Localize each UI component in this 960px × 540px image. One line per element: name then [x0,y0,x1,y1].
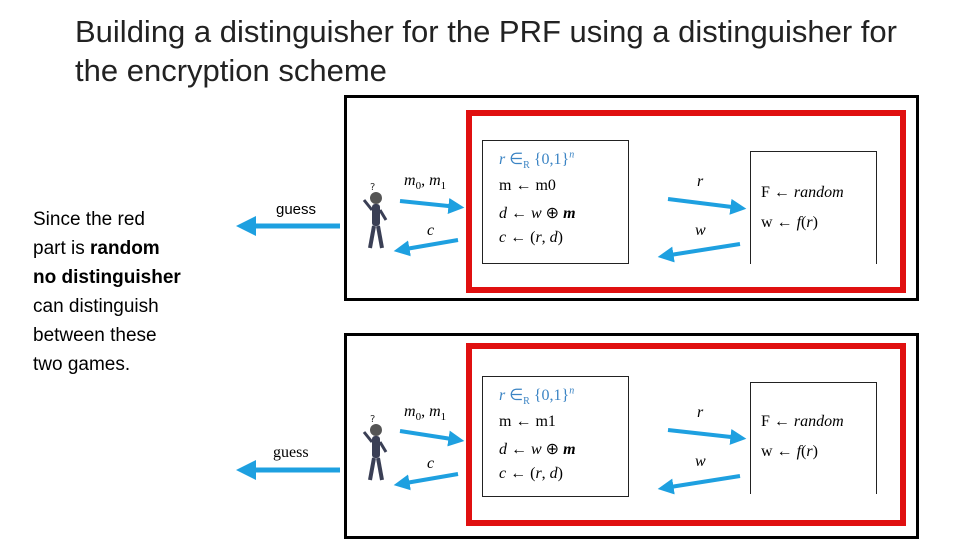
w-arrow-1 [657,242,741,263]
enc-line-cipher: c ← (r, d) [499,229,563,246]
prf-line-random-f: F ← random [761,184,844,201]
enc-line-xor: d ← w ⊕ m [499,205,576,222]
enc-line-message: m ← m0 [499,177,556,194]
enc-line-message: m ← m1 [499,413,556,430]
adversary-figure-icon: ? [362,414,388,481]
w-label-1: w [695,222,706,239]
explanation-line: Since the red [33,209,145,230]
prf-box-2: F ← random w ← f(r) [750,382,877,494]
explanation-line: part is random [33,238,160,259]
explanation-line: between these [33,325,157,346]
encryption-box-1: r ∈R {0,1}n m ← m0 d ← w ⊕ m c ← (r, d) [482,140,629,264]
cipher-label-2: c [427,455,435,472]
r-label-1: r [697,173,704,190]
prf-line-eval: w ← f(r) [761,443,818,460]
explanation-line: no distinguisher [33,267,181,288]
cipher-arrow-2 [393,472,459,491]
messages-arrow-2 [399,429,465,447]
enc-line-random-r: r ∈R {0,1}n [499,385,575,408]
enc-line-cipher: c ← (r, d) [499,465,563,482]
messages-label-2: m0, m1 [404,403,447,424]
cipher-label-1: c [427,222,435,239]
prf-line-random-f: F ← random [761,413,844,430]
enc-line-xor: d ← w ⊕ m [499,441,576,458]
guess-label-bottom: guess [273,444,309,461]
prf-line-eval: w ← f(r) [761,214,818,231]
explanation-text: Since the red part is random no distingu… [33,205,213,379]
prf-box-1: F ← random w ← f(r) [750,151,877,264]
random-part-box-1 [466,110,906,293]
messages-label-1: m0, m1 [404,172,447,193]
random-part-box-2 [466,343,906,526]
messages-arrow-1 [399,198,465,214]
guess-label-top: guess [276,201,317,218]
explanation-line: can distinguish [33,296,159,317]
r-arrow-2 [667,428,747,445]
encryption-box-2: r ∈R {0,1}n m ← m1 d ← w ⊕ m c ← (r, d) [482,376,629,497]
adversary-figure-icon: ? [362,182,388,249]
svg-text:?: ? [370,182,375,193]
r-arrow-1 [667,197,747,215]
enc-line-random-r: r ∈R {0,1}n [499,149,575,172]
w-arrow-2 [657,474,741,495]
svg-text:?: ? [370,414,375,425]
w-label-2: w [695,453,706,470]
r-label-2: r [697,404,704,421]
slide-title: Building a distinguisher for the PRF usi… [75,14,897,88]
cipher-arrow-1 [393,238,459,257]
explanation-line: two games. [33,354,131,375]
